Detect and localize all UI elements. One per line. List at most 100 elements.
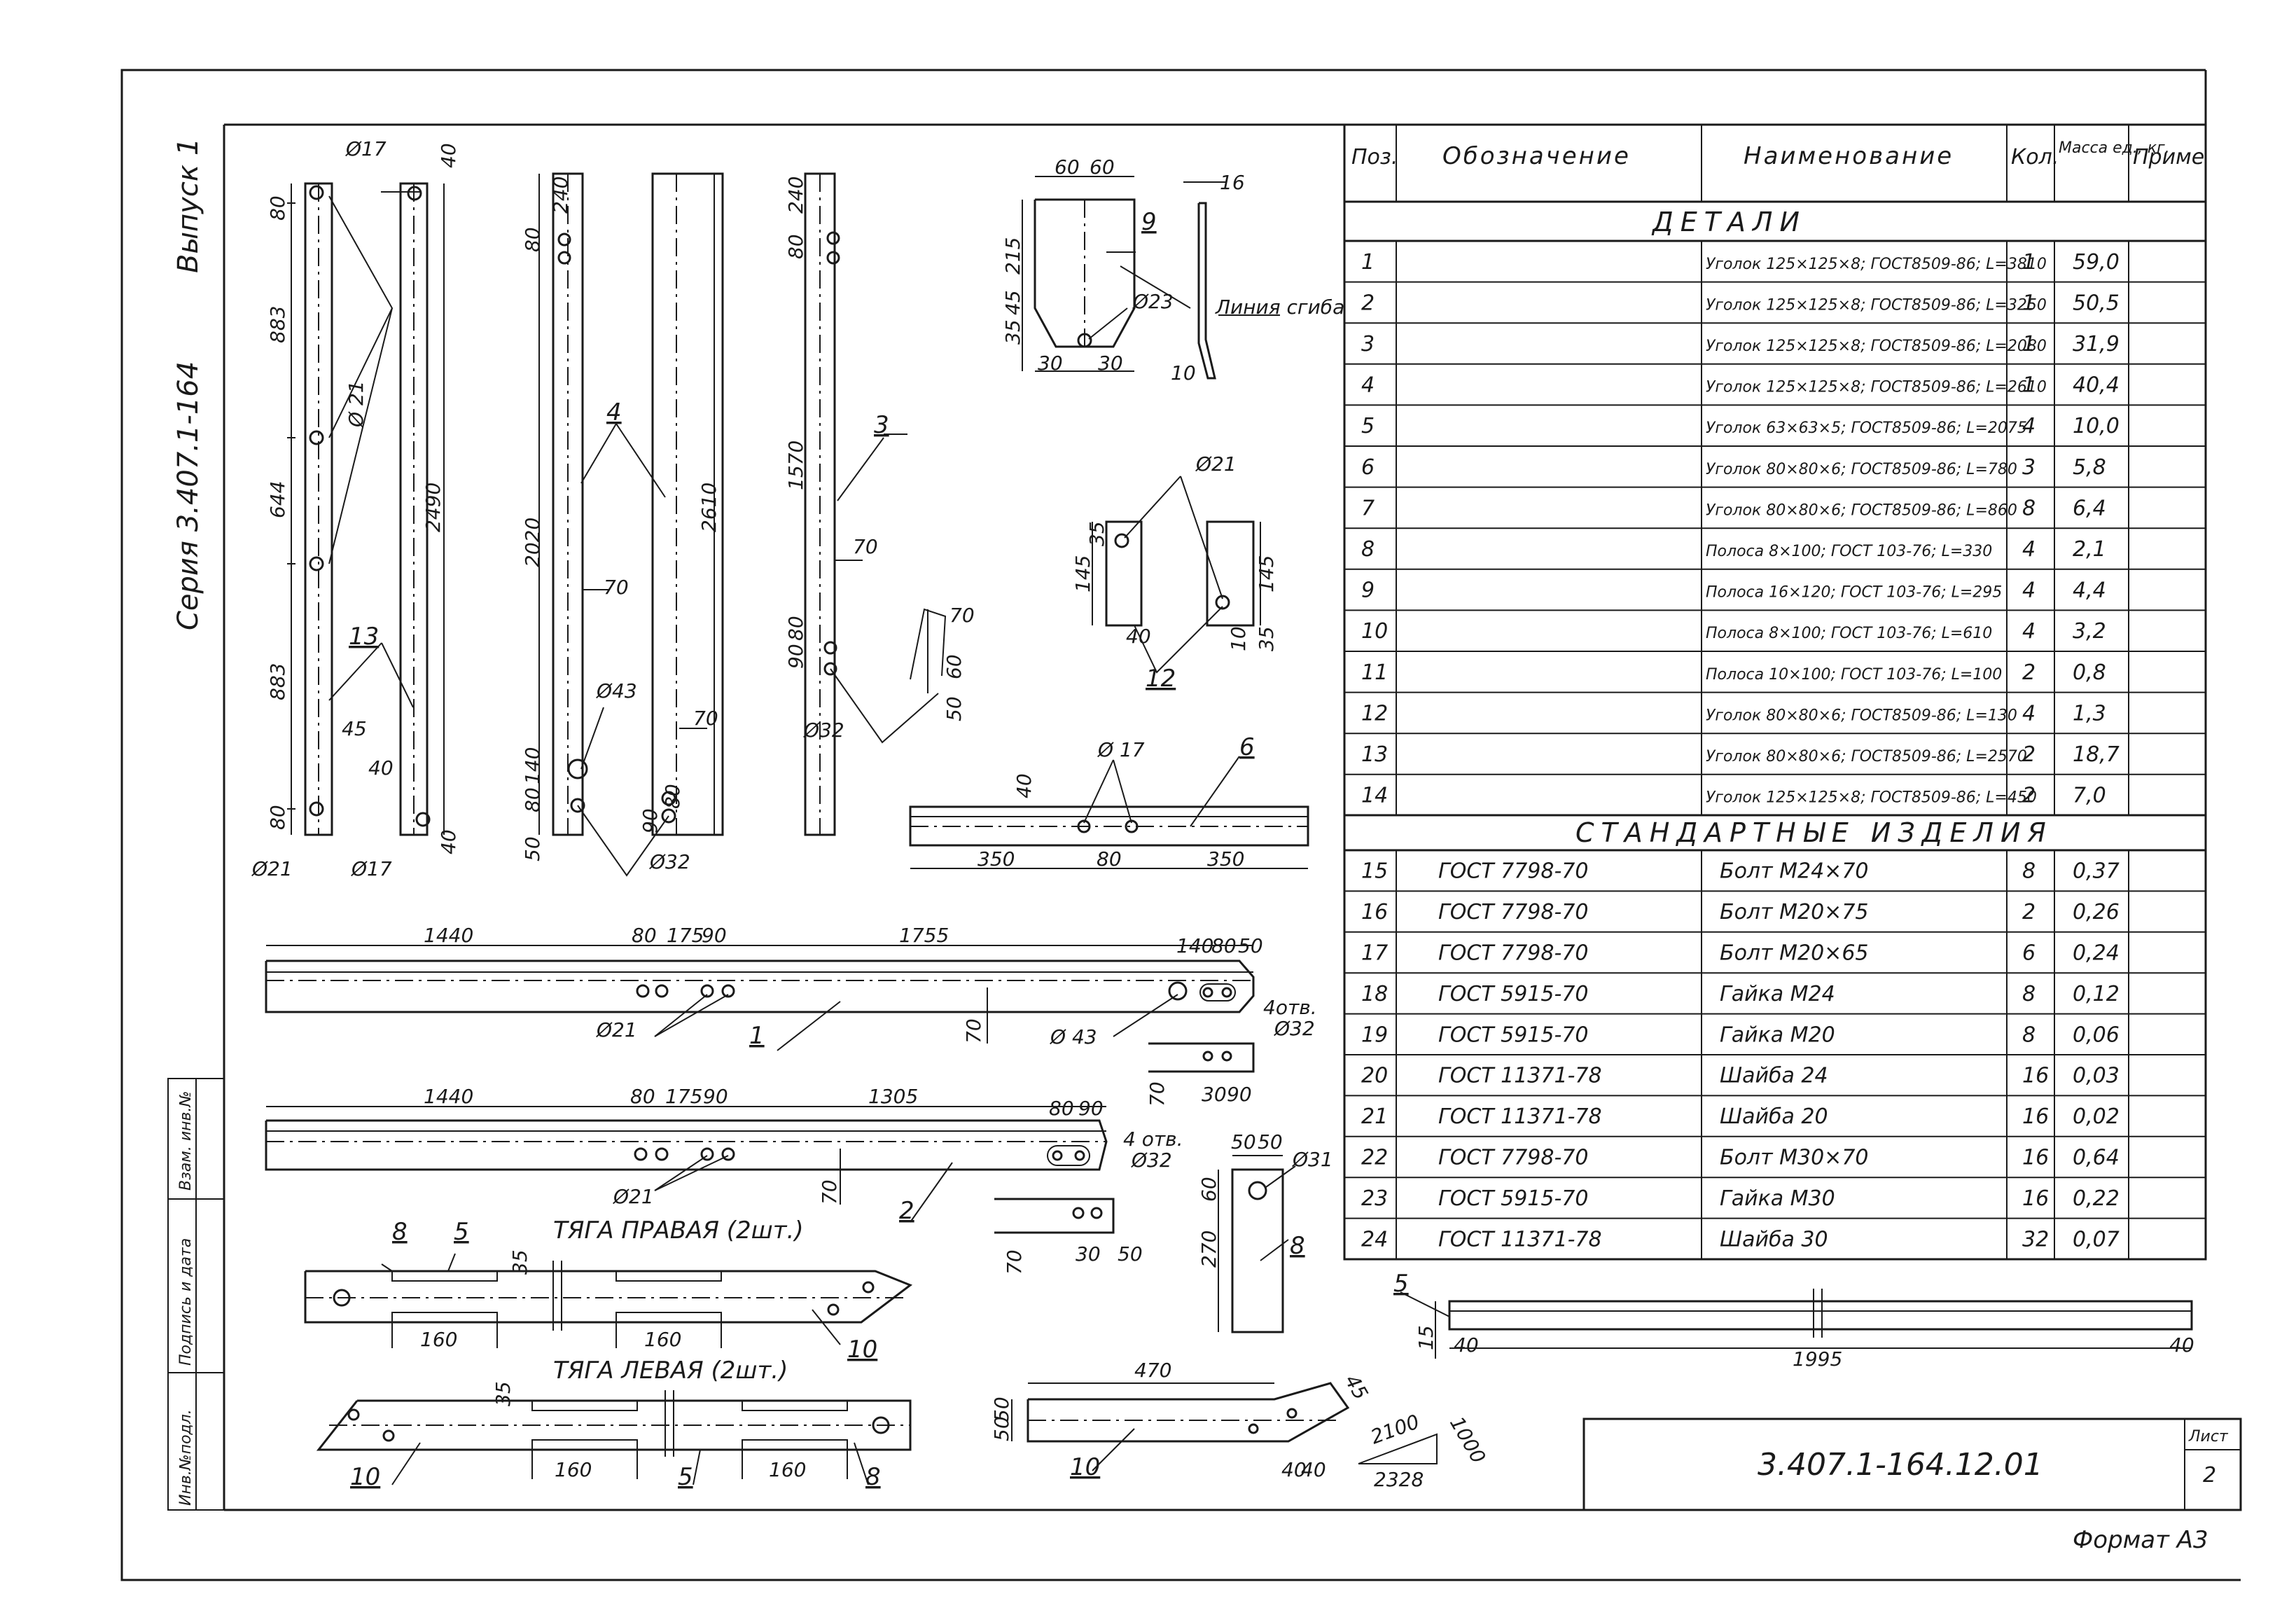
svg-text:175: 175: [665, 1085, 702, 1108]
svg-text:1995: 1995: [1793, 1347, 1842, 1371]
row-qty: 4: [2022, 701, 2036, 726]
section-details: ДЕТАЛИ: [1651, 207, 1807, 237]
row-pos: 12: [1361, 701, 1388, 726]
svg-text:1000: 1000: [1445, 1413, 1490, 1467]
row-mass: 0,03: [2073, 1064, 2120, 1088]
svg-text:80: 80: [784, 616, 807, 641]
row-pos: 4: [1361, 373, 1375, 398]
svg-text:Ø 17: Ø 17: [1097, 738, 1145, 761]
svg-text:70: 70: [693, 707, 718, 730]
svg-text:80: 80: [632, 924, 657, 947]
row-name: Полоса 8×100; ГОСТ 103-76; L=610: [1706, 625, 1992, 642]
svg-text:1570: 1570: [784, 441, 807, 490]
row-designation: ГОСТ 5915-70: [1438, 982, 1588, 1006]
svg-text:80: 80: [521, 787, 544, 812]
svg-text:80: 80: [630, 1085, 655, 1108]
svg-text:90: 90: [784, 644, 807, 669]
row-mass: 0,37: [2073, 859, 2120, 884]
svg-text:70: 70: [949, 604, 975, 627]
part-6: Ø 17 40 350 80 350 6: [909, 733, 1309, 871]
row-name: Болт М20×65: [1720, 941, 1869, 966]
svg-text:80: 80: [521, 227, 544, 252]
svg-text:60: 60: [942, 654, 966, 679]
svg-text:35: 35: [1255, 626, 1278, 651]
row-qty: 2: [2022, 900, 2036, 924]
svg-text:70: 70: [604, 576, 629, 599]
row-mass: 59,0: [2073, 250, 2120, 275]
row-name: Уголок 125×125×8; ГОСТ8509-86; L=3810: [1706, 256, 2047, 273]
svg-text:Ø 43: Ø 43: [1050, 1025, 1097, 1048]
bend-line-label: Линия сгиба: [1215, 296, 1344, 319]
row-mass: 0,06: [2073, 1023, 2120, 1047]
svg-text:80: 80: [1097, 847, 1122, 871]
row-designation: ГОСТ 11371-78: [1438, 1227, 1602, 1252]
row-mass: 0,24: [2073, 941, 2120, 966]
svg-text:70: 70: [1003, 1249, 1026, 1275]
svg-text:Ø32: Ø32: [1274, 1017, 1315, 1040]
row-pos: 15: [1361, 859, 1388, 884]
svg-text:70: 70: [1146, 1081, 1169, 1107]
svg-text:1: 1: [749, 1022, 765, 1050]
row-name: Уголок 125×125×8; ГОСТ8509-86; L=3250: [1706, 296, 2047, 314]
svg-text:10: 10: [847, 1336, 877, 1364]
series-label: Серия 3.407.1-164: [172, 361, 204, 630]
svg-text:140: 140: [1176, 934, 1213, 957]
svg-text:Ø21: Ø21: [251, 857, 293, 880]
svg-text:883: 883: [266, 306, 289, 343]
svg-text:40: 40: [1126, 625, 1151, 648]
svg-text:90: 90: [1227, 1083, 1252, 1106]
row-qty: 3: [2022, 455, 2036, 480]
issue-label: Выпуск 1: [172, 138, 204, 273]
svg-text:70: 70: [853, 535, 878, 558]
svg-text:80: 80: [1211, 934, 1237, 957]
row-designation: ГОСТ 5915-70: [1438, 1023, 1588, 1047]
svg-text:40: 40: [1013, 773, 1036, 798]
svg-text:Ø32: Ø32: [649, 850, 690, 873]
row-designation: ГОСТ 7798-70: [1438, 900, 1588, 924]
svg-text:Ø17: Ø17: [351, 857, 392, 880]
svg-text:350: 350: [977, 847, 1015, 871]
svg-text:145: 145: [1071, 555, 1094, 592]
row-name: Гайка М30: [1720, 1186, 1835, 1211]
svg-text:2610: 2610: [697, 483, 721, 532]
hdr-note: Приме: [2133, 145, 2204, 169]
svg-text:240: 240: [784, 176, 807, 214]
svg-text:5: 5: [678, 1463, 693, 1491]
row-qty: 4: [2022, 578, 2036, 603]
svg-text:80: 80: [661, 784, 684, 809]
row-qty: 1: [2022, 291, 2036, 315]
tyaga-pravaya-caption: ТЯГА ПРАВАЯ (2шт.): [553, 1217, 804, 1245]
svg-text:50: 50: [521, 836, 544, 861]
row-qty: 8: [2022, 496, 2036, 520]
row-pos: 13: [1361, 742, 1388, 767]
svg-text:40: 40: [1301, 1458, 1326, 1481]
svg-text:90: 90: [702, 924, 727, 947]
row-mass: 0,22: [2073, 1186, 2120, 1211]
row-qty: 16: [2022, 1064, 2049, 1088]
row-qty: 16: [2022, 1186, 2049, 1211]
row-pos: 2: [1361, 291, 1375, 315]
section-standard: СТАНДАРТНЫЕ ИЗДЕЛИЯ: [1575, 817, 2053, 848]
svg-text:45: 45: [1340, 1371, 1372, 1403]
row-designation: ГОСТ 5915-70: [1438, 1186, 1588, 1211]
svg-text:Ø21: Ø21: [1195, 452, 1237, 476]
row-mass: 0,07: [2073, 1227, 2120, 1252]
svg-text:2328: 2328: [1374, 1468, 1424, 1491]
stamp-vzam: Взам. инв.№: [177, 1091, 195, 1191]
row-name: Шайба 24: [1720, 1064, 1828, 1088]
svg-text:40: 40: [437, 829, 460, 854]
svg-text:60: 60: [1055, 155, 1080, 179]
svg-text:10: 10: [1171, 361, 1196, 384]
svg-text:16: 16: [1220, 171, 1245, 194]
row-mass: 7,0: [2073, 784, 2106, 808]
svg-text:50: 50: [990, 1416, 1013, 1441]
svg-text:160: 160: [644, 1328, 681, 1351]
